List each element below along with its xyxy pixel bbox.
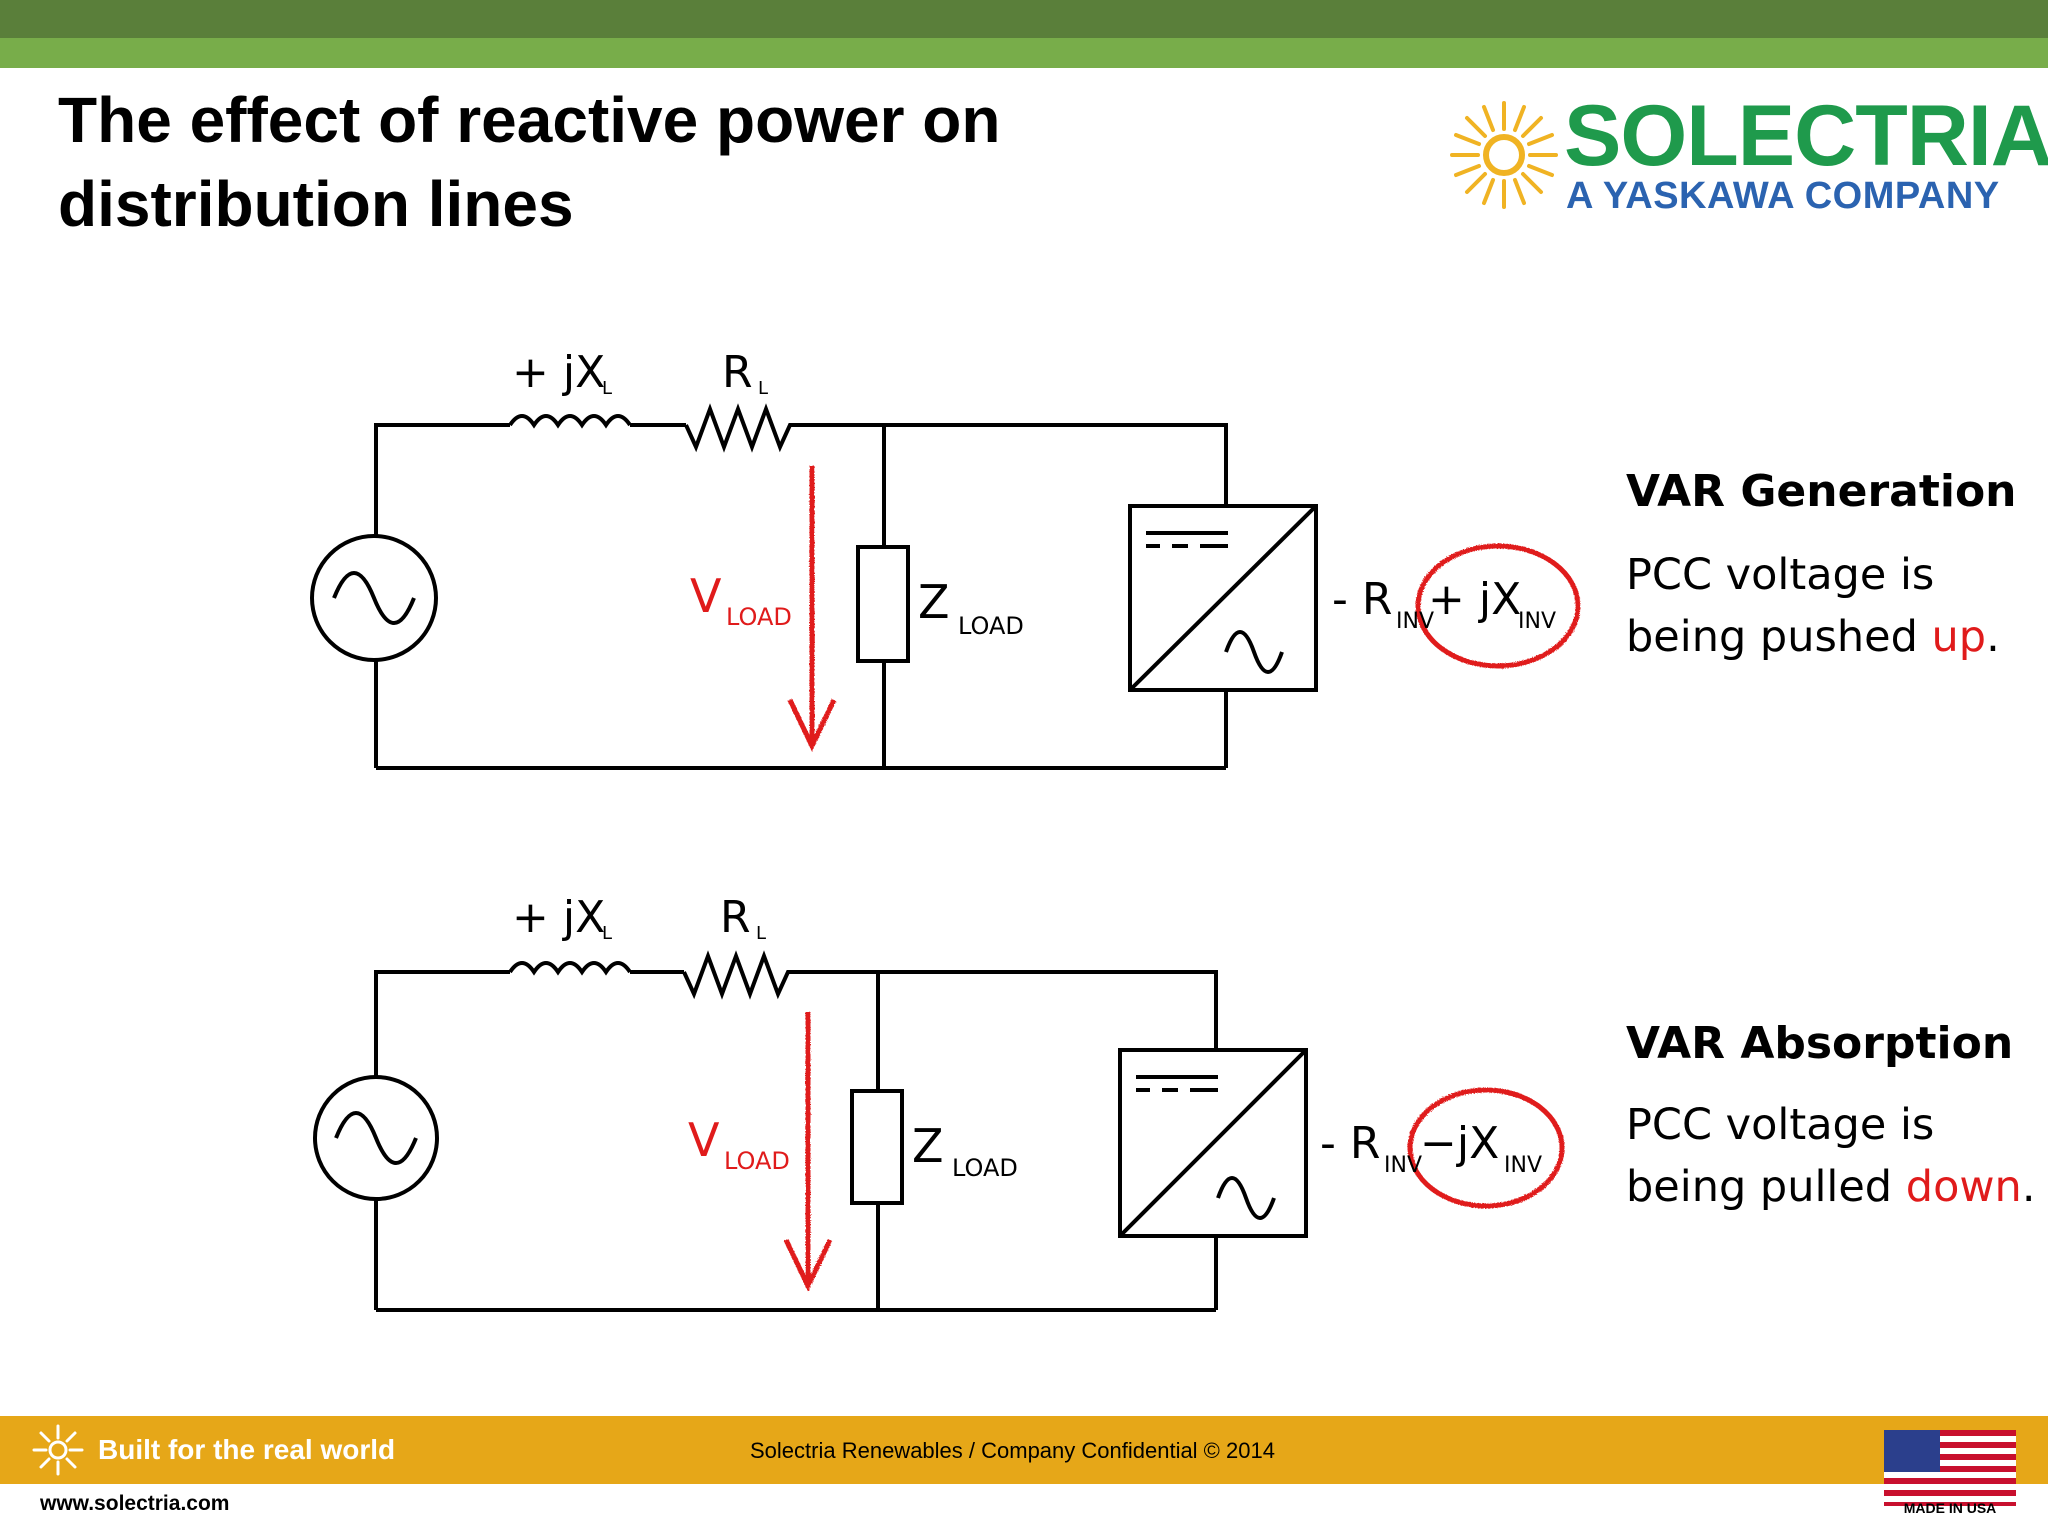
inductor-label: + jX	[512, 347, 605, 398]
resistor-label: R	[722, 347, 753, 398]
inverter-reactance-highlight	[1407, 1087, 1565, 1209]
inverter-resistance-label: - R	[1332, 574, 1392, 625]
inverter-reactance-subscript: INV	[1504, 1153, 1542, 1178]
vload-label: V	[688, 1113, 720, 1167]
zload-subscript: LOAD	[958, 612, 1024, 640]
vload-label: V	[690, 569, 722, 623]
footer-tagline: Built for the real world	[98, 1434, 396, 1465]
var-generation-highlight: up	[1931, 612, 1987, 662]
inverter-reactance-highlight	[1415, 543, 1581, 669]
load-impedance-symbol	[856, 545, 910, 663]
zload-label: Z	[918, 575, 950, 629]
vload-subscript: LOAD	[726, 603, 792, 631]
inductor-subscript: L	[602, 923, 612, 944]
var-absorption-period: .	[2021, 1162, 2036, 1212]
header-band-light	[0, 38, 2048, 68]
inductor-subscript: L	[602, 378, 612, 399]
zload-label: Z	[912, 1119, 944, 1173]
sun-icon	[32, 1424, 84, 1476]
company-logo: SOLECTRIA A YASKAWA COMPANY	[1448, 88, 2048, 225]
logo-subtitle: A YASKAWA COMPANY	[1566, 175, 2000, 217]
logo-name: SOLECTRIA	[1564, 88, 2048, 184]
var-absorption-text-body: PCC voltage is being pulled	[1626, 1100, 1935, 1212]
footer-band	[0, 1416, 2048, 1484]
vload-arrow-bottom	[783, 1012, 833, 1292]
var-absorption-heading: VAR Absorption	[1626, 1018, 2014, 1069]
zload-subscript: LOAD	[952, 1154, 1018, 1182]
inverter-resistance-label: - R	[1320, 1118, 1380, 1169]
var-generation-heading: VAR Generation	[1626, 466, 2017, 517]
resistor-label: R	[720, 892, 751, 943]
inverter-reactance-label: −jX	[1420, 1118, 1499, 1169]
circuit-bottom	[313, 950, 1565, 1312]
header-band-dark	[0, 0, 2048, 38]
inverter-reactance-subscript: INV	[1518, 609, 1556, 634]
inverter-resistance-subscript: INV	[1384, 1153, 1422, 1178]
load-impedance-symbol	[850, 1089, 904, 1205]
inductor-label: + jX	[512, 892, 605, 943]
var-absorption-text: PCC voltage is being pulled down.	[1626, 1094, 2046, 1218]
us-flag-icon	[1884, 1430, 2016, 1506]
vload-subscript: LOAD	[724, 1147, 790, 1175]
sun-icon	[1450, 101, 1558, 209]
circuit-top	[310, 403, 1581, 770]
var-absorption-highlight: down	[1905, 1162, 2022, 1212]
inductor-symbol	[508, 961, 632, 976]
inductor-symbol	[508, 414, 632, 429]
resistor-subscript: L	[756, 923, 766, 944]
inverter-resistance-subscript: INV	[1396, 609, 1434, 634]
footer-url: www.solectria.com	[40, 1492, 230, 1515]
resistor-subscript: L	[758, 378, 768, 399]
made-in-usa-caption: MADE IN USA	[1903, 1500, 1997, 1516]
var-generation-text-body: PCC voltage is being pushed	[1626, 550, 1935, 662]
resistor-symbol	[684, 403, 806, 453]
var-generation-text: PCC voltage is being pushed up.	[1626, 544, 2046, 668]
inverter-reactance-label: + jX	[1428, 574, 1521, 625]
footer-confidential: Solectria Renewables / Company Confident…	[750, 1438, 1275, 1463]
resistor-symbol	[682, 950, 802, 1000]
var-generation-period: .	[1986, 612, 2000, 662]
slide-title: The effect of reactive power on distribu…	[58, 84, 1001, 240]
vload-arrow-top	[787, 466, 837, 752]
